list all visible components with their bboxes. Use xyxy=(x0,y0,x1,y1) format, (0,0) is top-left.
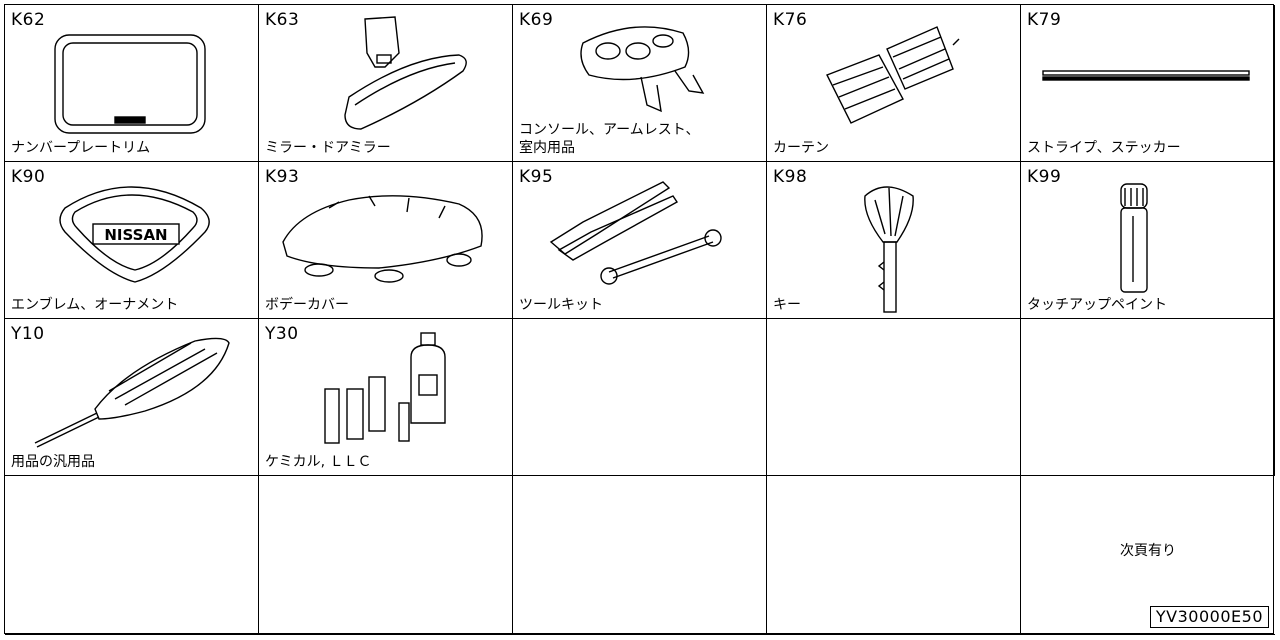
part-cell-k76[interactable]: K76 カーテン xyxy=(767,5,1021,162)
empty-cell xyxy=(767,476,1021,635)
key-icon xyxy=(864,186,914,313)
empty-cell xyxy=(513,319,767,476)
part-cell-y10[interactable]: Y10 用品の汎用品 xyxy=(5,319,259,476)
part-cell-k69[interactable]: K69 コンソール、アームレスト、 室内用品 xyxy=(513,5,767,162)
part-label: 用品の汎用品 xyxy=(11,454,95,470)
part-code: Y30 xyxy=(265,324,299,344)
emblem-text: NISSAN xyxy=(104,226,167,244)
part-label: エンブレム、オーナメント xyxy=(11,297,179,313)
part-label: ツールキット xyxy=(519,297,603,313)
part-label: コンソール、アームレスト、 室内用品 xyxy=(519,122,700,156)
empty-cell xyxy=(513,476,767,635)
next-page-cell[interactable]: 次頁有り YV30000E50 xyxy=(1021,476,1275,635)
part-code: K62 xyxy=(11,10,46,30)
part-label: ボデーカバー xyxy=(265,297,349,313)
part-code: K69 xyxy=(519,10,554,30)
tool-kit-icon xyxy=(549,181,722,285)
part-code: K79 xyxy=(1027,10,1062,30)
emblem-icon: NISSAN xyxy=(59,186,210,283)
empty-cell xyxy=(259,476,513,635)
plate-frame-icon xyxy=(54,34,206,134)
part-code: K99 xyxy=(1027,167,1062,187)
part-cell-y30[interactable]: Y30 ケミカル, ＬＬＣ xyxy=(259,319,513,476)
part-code: K63 xyxy=(265,10,300,30)
paint-bottle-icon xyxy=(1120,183,1148,293)
curtain-icon xyxy=(826,26,960,124)
part-label: キー xyxy=(773,297,801,313)
part-label: カーテン xyxy=(773,140,829,156)
console-icon xyxy=(580,26,705,113)
empty-cell xyxy=(767,319,1021,476)
next-page-note: 次頁有り xyxy=(1120,543,1176,559)
part-cell-k62[interactable]: K62 ナンバープレートリム xyxy=(5,5,259,162)
duster-icon xyxy=(34,337,230,448)
body-cover-icon xyxy=(282,195,483,283)
part-code: K90 xyxy=(11,167,46,187)
stripe-icon xyxy=(1042,70,1250,81)
part-cell-k95[interactable]: K95 ツールキット xyxy=(513,162,767,319)
part-label: ストライプ、ステッカー xyxy=(1027,140,1181,156)
part-code: K93 xyxy=(265,167,300,187)
part-cell-k98[interactable]: K98 キー xyxy=(767,162,1021,319)
part-cell-k63[interactable]: K63 ミラー・ドアミラー xyxy=(259,5,513,162)
empty-cell xyxy=(5,476,259,635)
part-label: ミラー・ドアミラー xyxy=(265,140,391,156)
part-cell-k99[interactable]: K99 タッチアップペイント xyxy=(1021,162,1275,319)
parts-catalog-grid: K62 ナンバープレートリム K63 ミラー・ドアミラー K69 コンソール、ア… xyxy=(4,4,1275,635)
part-code: Y10 xyxy=(11,324,45,344)
part-code: K98 xyxy=(773,167,808,187)
part-label: ナンバープレートリム xyxy=(11,140,151,156)
part-code: K76 xyxy=(773,10,808,30)
part-cell-k93[interactable]: K93 ボデーカバー xyxy=(259,162,513,319)
part-label: タッチアップペイント xyxy=(1027,297,1167,313)
part-cell-k79[interactable]: K79 ストライプ、ステッカー xyxy=(1021,5,1275,162)
part-cell-k90[interactable]: K90 NISSAN エンブレム、オーナメント xyxy=(5,162,259,319)
chemical-bottles-icon xyxy=(324,332,446,444)
part-label: ケミカル, ＬＬＣ xyxy=(265,454,372,470)
diagram-code: YV30000E50 xyxy=(1149,606,1269,628)
part-code: K95 xyxy=(519,167,554,187)
empty-cell xyxy=(1021,319,1275,476)
mirror-icon xyxy=(344,16,467,130)
